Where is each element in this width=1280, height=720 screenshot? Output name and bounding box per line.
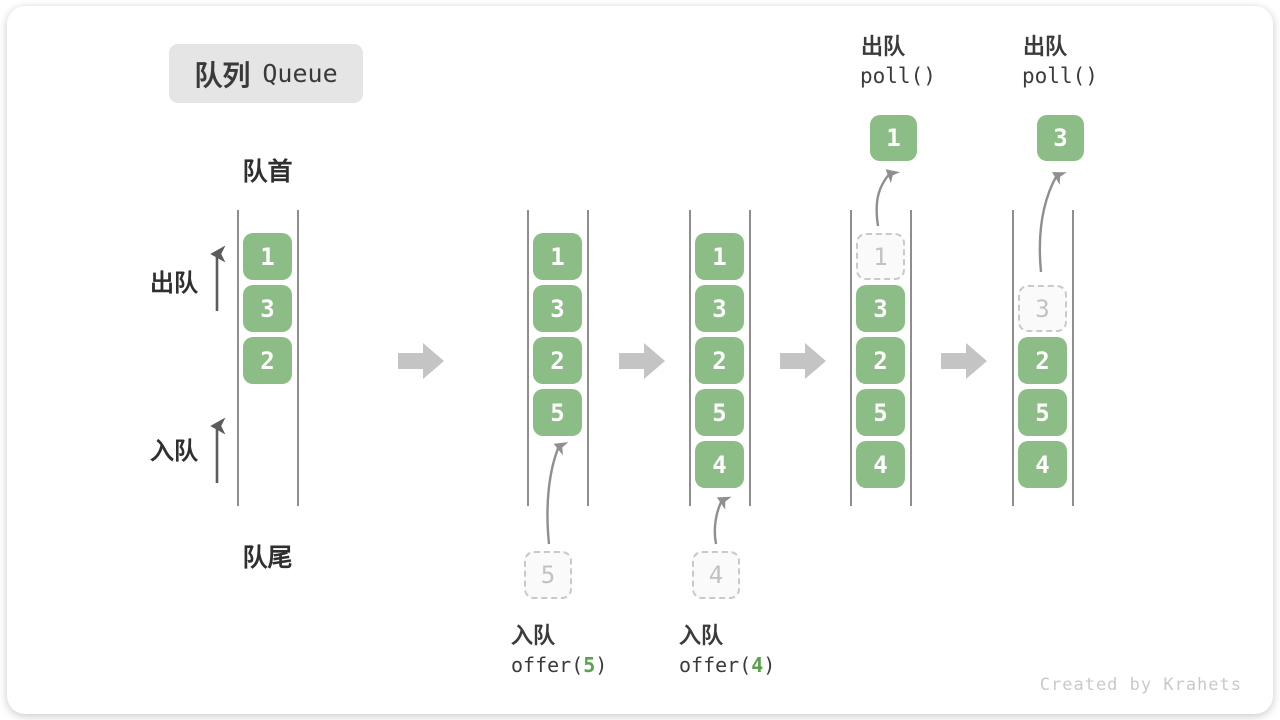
queue-wall-right [297,210,299,506]
code-fn: offer( [679,653,752,677]
poll-code: poll() [860,64,936,88]
incoming-cell: 5 [524,551,572,599]
queue-cell: 4 [695,441,744,488]
queue-cell: 2 [1018,337,1067,384]
queue-cell: 2 [243,337,292,384]
queue-cell: 5 [1018,389,1067,436]
enqueue-op-label: 入队 [511,623,556,648]
queue-cell: 5 [856,389,905,436]
dequeue-op-label: 出队 [861,34,906,59]
queue-wall-left [1012,210,1014,506]
queue-cell: 1 [695,233,744,280]
offer-code: offer(5) [511,653,607,677]
queue-cell: 2 [533,337,582,384]
queue-wall-left [689,210,691,506]
queue-cell: 1 [533,233,582,280]
queue-wall-right [910,210,912,506]
enqueue-op-label: 入队 [679,623,724,648]
front-label: 队首 [242,158,293,186]
queue-wall-right [1072,210,1074,506]
incoming-cell: 4 [692,551,740,599]
code-close: ) [763,653,776,677]
queue-wall-left [527,210,529,506]
offer-code: offer(4) [679,653,775,677]
removed-cell: 1 [856,233,905,280]
queue-cell: 3 [533,285,582,332]
polled-cell: 3 [1037,115,1084,161]
queue-cell: 3 [243,285,292,332]
dequeue-label: 出队 [150,270,198,297]
title-zh: 队列 [194,59,251,91]
queue-wall-right [749,210,751,506]
queue-cell: 3 [695,285,744,332]
queue-cell: 1 [243,233,292,280]
poll-code: poll() [1022,64,1098,88]
queue-cell: 4 [856,441,905,488]
queue-wall-left [237,210,239,506]
queue-wall-left [850,210,852,506]
queue-cell: 2 [695,337,744,384]
watermark: Created by Krahets [1039,675,1242,695]
queue-cell: 4 [1018,441,1067,488]
code-arg: 4 [751,653,764,677]
title-en: Queue [262,59,338,88]
title-badge: 队列 Queue [169,44,363,103]
diagram-card [7,6,1273,714]
code-arg: 5 [583,653,596,677]
rear-label: 队尾 [242,544,293,572]
dequeue-op-label: 出队 [1023,34,1068,59]
enqueue-label: 入队 [150,438,198,465]
polled-cell: 1 [870,115,917,161]
queue-cell: 2 [856,337,905,384]
queue-cell: 5 [695,389,744,436]
queue-wall-right [587,210,589,506]
code-close: ) [595,653,608,677]
queue-cell: 3 [856,285,905,332]
queue-cell: 5 [533,389,582,436]
code-fn: offer( [511,653,584,677]
removed-cell: 3 [1018,285,1067,332]
